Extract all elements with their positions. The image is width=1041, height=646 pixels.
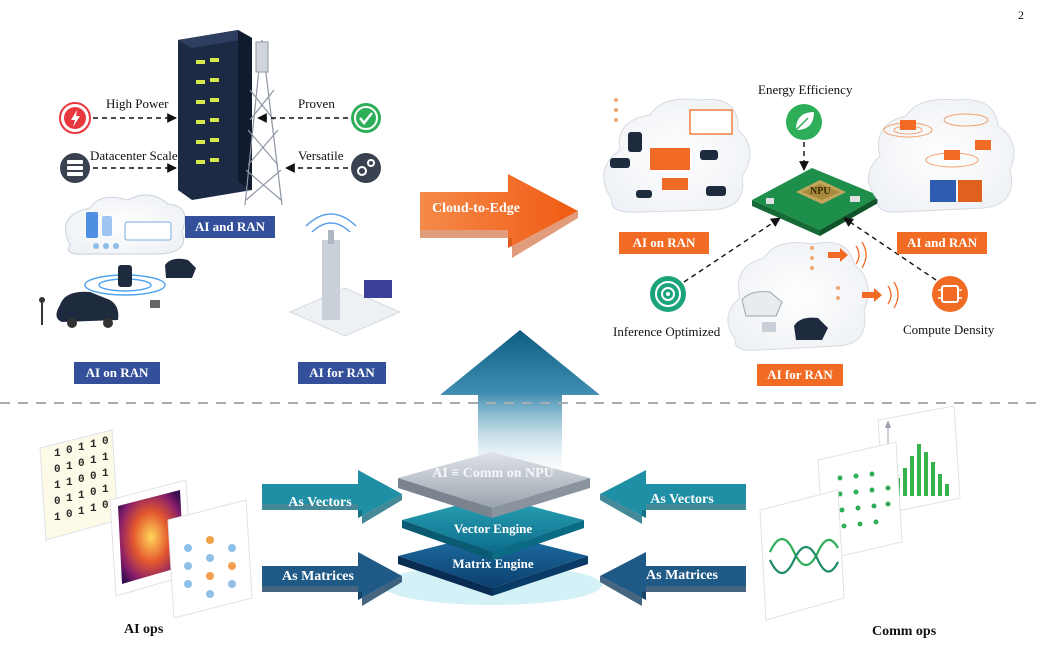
neural-net-card — [167, 499, 253, 619]
high-power-label: High Power — [106, 96, 169, 111]
versatile-label: Versatile — [298, 148, 344, 163]
matrix-digit: 0 — [78, 458, 85, 470]
inference-optimized-label: Inference Optimized — [613, 324, 721, 339]
ai-on-ran-scene — [39, 194, 196, 328]
edge-ai-for-ran-badge: AI for RAN — [757, 364, 843, 386]
edge-ai-and-ran-badge: AI and RAN — [897, 232, 987, 254]
edge-ai-on-ran-badge: AI on RAN — [619, 232, 709, 254]
ai-ops-label: AI ops — [124, 622, 164, 637]
chip-top-label: AI ≡ Comm on NPU — [432, 466, 554, 481]
matrix-digit: 1 — [78, 490, 85, 502]
matrix-digit: 0 — [66, 445, 73, 457]
matrix-digit: 1 — [54, 512, 61, 524]
ai-on-ran-badge: AI on RAN — [74, 362, 160, 384]
matrix-digit: 1 — [90, 439, 97, 451]
page-number: 2 — [1018, 8, 1024, 22]
edge-ai-and-ran-scene — [868, 98, 1015, 213]
matrix-digit: 1 — [66, 477, 73, 489]
waveform-card — [759, 489, 845, 621]
matrix-digit: 1 — [54, 448, 61, 460]
comm-ops-label: Comm ops — [872, 624, 937, 639]
matrix-digit: 1 — [78, 506, 85, 518]
ai-for-ran-badge: AI for RAN — [298, 362, 386, 384]
cloud-to-edge-label: Cloud-to-Edge — [432, 201, 520, 216]
matrix-digit: 0 — [54, 496, 61, 508]
left-vectors-label: As Vectors — [288, 495, 352, 510]
npu-chip-stack — [382, 452, 602, 605]
proven-label: Proven — [298, 96, 335, 111]
matrix-digit: 1 — [90, 455, 97, 467]
matrix-digit: 1 — [66, 461, 73, 473]
right-vectors-arrow — [600, 470, 746, 524]
matrix-digit: 0 — [102, 436, 109, 448]
matrix-digit: 1 — [66, 493, 73, 505]
cell-tower-icon — [244, 39, 283, 206]
matrix-digit: 0 — [78, 474, 85, 486]
cloud-to-edge-arrow — [420, 174, 578, 258]
matrix-digit: 1 — [102, 484, 109, 496]
matrix-digit: 0 — [102, 500, 109, 512]
matrix-digit: 1 — [90, 503, 97, 515]
ai-and-ran-badge: AI and RAN — [185, 216, 275, 238]
right-matrices-label: As Matrices — [646, 568, 718, 583]
right-matrices-arrow — [600, 552, 746, 606]
ai-for-ran-tower-scene — [288, 213, 402, 337]
checkmark-icon — [351, 103, 381, 133]
matrix-digit: 0 — [66, 509, 73, 521]
left-vectors-arrow — [262, 470, 402, 524]
energy-efficiency-label: Energy Efficiency — [758, 82, 853, 97]
lightning-icon — [59, 102, 91, 134]
server-rack-icon — [178, 30, 252, 200]
npu-chip-label: NPU — [810, 186, 831, 197]
chip-icon — [932, 276, 968, 312]
big-up-arrow — [440, 330, 600, 470]
matrix-digit: 1 — [54, 480, 61, 492]
edge-ai-for-ran-scene — [727, 241, 899, 351]
gears-icon — [351, 153, 381, 183]
npu-board-icon — [752, 168, 880, 236]
compute-density-label: Compute Density — [903, 322, 995, 337]
matrix-digit: 0 — [90, 487, 97, 499]
target-icon — [650, 276, 686, 312]
matrix-digit: 1 — [102, 468, 109, 480]
matrix-digit: 0 — [54, 464, 61, 476]
datacenter-scale-label: Datacenter Scale — [90, 148, 178, 163]
vector-engine-label: Vector Engine — [453, 521, 533, 536]
matrix-digit: 1 — [102, 452, 109, 464]
server-stack-icon — [60, 153, 90, 183]
left-matrices-label: As Matrices — [282, 569, 354, 584]
left-matrices-arrow — [262, 552, 402, 606]
edge-ai-on-ran-scene — [603, 98, 751, 213]
matrix-engine-label: Matrix Engine — [452, 556, 534, 571]
right-vectors-label: As Vectors — [650, 492, 714, 507]
leaf-icon — [786, 104, 822, 140]
matrix-digit: 1 — [78, 442, 85, 454]
matrix-digit: 0 — [90, 471, 97, 483]
